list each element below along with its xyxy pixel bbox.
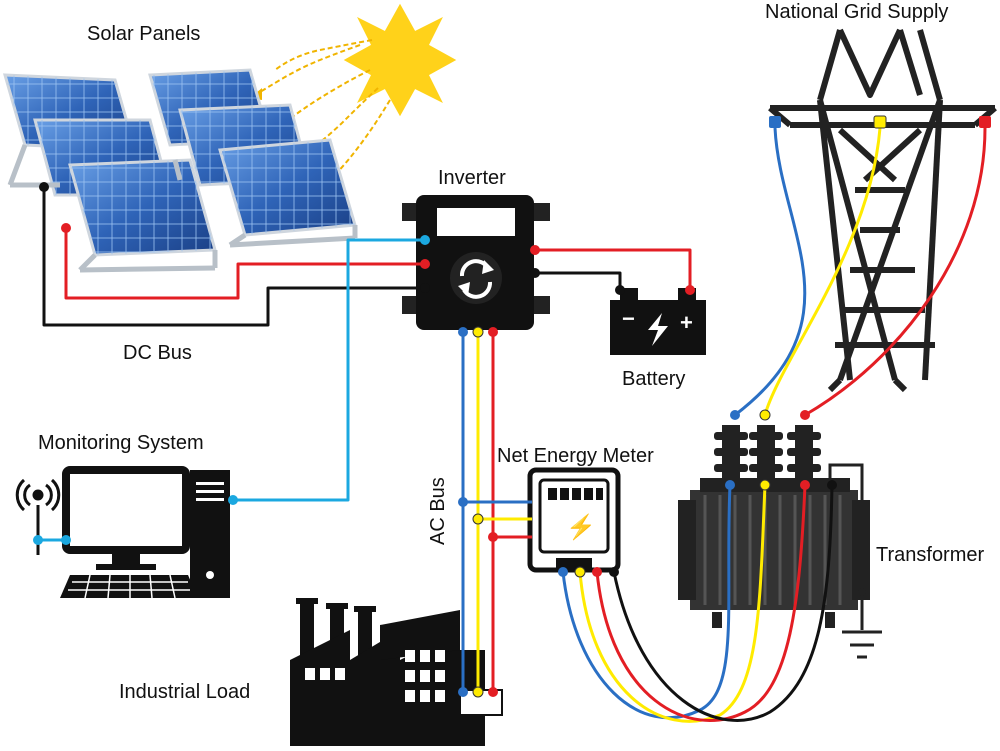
computer-icon	[60, 466, 230, 599]
net-energy-meter-label: Net Energy Meter	[497, 445, 654, 467]
solar-panels-icon	[2, 68, 358, 273]
solar-panels-label: Solar Panels	[87, 23, 201, 45]
grid-terminals	[769, 115, 991, 129]
dc-bus-label: DC Bus	[123, 342, 192, 364]
wires	[38, 187, 834, 723]
national-grid-label: National Grid Supply	[765, 1, 949, 23]
inverter-icon	[402, 195, 550, 330]
transformer-label: Transformer	[876, 544, 985, 566]
grid-lines	[734, 127, 987, 417]
meter-bolt: ⚡	[566, 513, 596, 541]
sun-icon	[343, 3, 457, 117]
battery-minus: −	[622, 306, 635, 331]
ac-bus-label: AC Bus	[427, 477, 449, 545]
inverter-label: Inverter	[438, 167, 506, 189]
battery-plus: +	[680, 310, 693, 335]
monitoring-system-label: Monitoring System	[38, 432, 204, 454]
transmission-tower-icon	[768, 28, 997, 393]
battery-label: Battery	[622, 368, 686, 390]
wifi-antenna-icon	[15, 478, 61, 555]
industrial-load-label: Industrial Load	[119, 681, 251, 703]
terminal-dots	[33, 182, 837, 698]
transformer-icon	[678, 425, 870, 628]
factory-icon	[290, 598, 503, 746]
ground-icon	[828, 463, 882, 659]
